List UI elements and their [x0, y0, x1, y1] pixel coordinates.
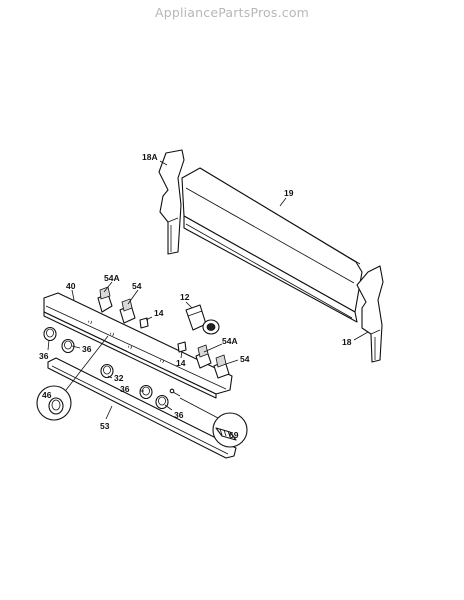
label-40: 40 [66, 281, 76, 291]
part-69-screw-small [169, 388, 181, 397]
part-18A-left-bracket [158, 149, 185, 255]
label-36-c: 36 [120, 384, 130, 394]
label-46: 46 [42, 390, 52, 400]
part-54-top-switch [119, 298, 136, 324]
label-12: 12 [180, 292, 190, 302]
part-54A-right-switch [195, 344, 212, 369]
label-18: 18 [342, 337, 352, 347]
label-14-top: 14 [154, 308, 164, 318]
leader-lines [47, 160, 369, 420]
detail-69-screw-callout [179, 397, 248, 448]
label-36-d: 36 [174, 410, 184, 420]
label-54-top: 54 [132, 281, 142, 291]
part-54A-top-switch [97, 286, 113, 313]
detail-46-knob-callout [36, 335, 109, 421]
part-19-backguard [181, 167, 363, 323]
label-14-mid: 14 [176, 358, 186, 368]
label-54A-top: 54A [104, 273, 120, 283]
knob-36-c [139, 384, 153, 400]
watermark: AppliancePartsPros.com [154, 5, 310, 20]
knob-32 [100, 363, 114, 379]
part-53-trim-strip [47, 357, 237, 459]
part-40-control-panel [43, 292, 233, 399]
label-36-a: 36 [39, 351, 49, 361]
part-14-mid-indicator [177, 341, 187, 353]
knob-36-d [155, 394, 169, 410]
label-69: 69 [229, 430, 239, 440]
label-54-right: 54 [240, 354, 250, 364]
label-32: 32 [114, 373, 124, 383]
label-53: 53 [100, 421, 110, 431]
part-18-right-bracket [356, 265, 384, 363]
label-54A-right: 54A [222, 336, 238, 346]
knob-36-b [61, 338, 75, 354]
label-36-b: 36 [82, 344, 92, 354]
part-14-top-indicator [139, 317, 149, 329]
label-18A: 18A [142, 152, 158, 162]
label-19: 19 [284, 188, 294, 198]
part-12-timer [185, 304, 220, 335]
knob-36-a [43, 326, 57, 342]
